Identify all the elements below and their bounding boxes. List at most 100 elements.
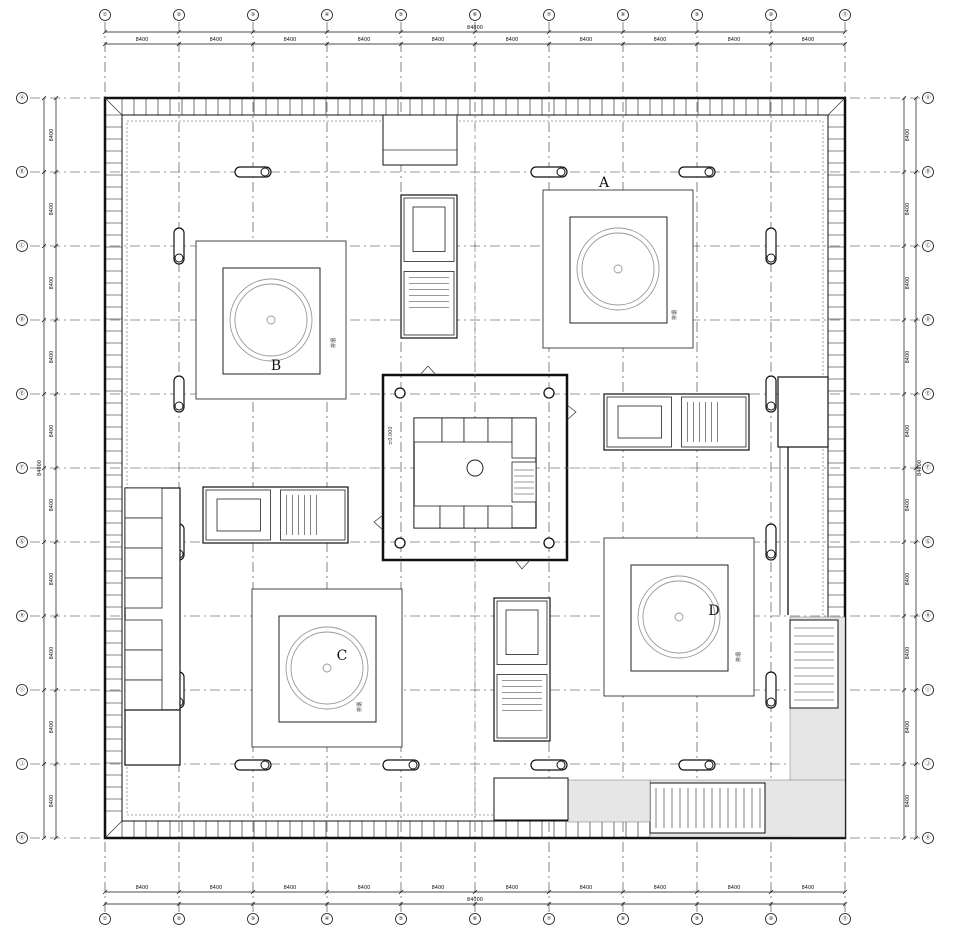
dimension-tick [176, 29, 182, 35]
dimension-text: 8400 [654, 885, 667, 891]
grid-bubble-label: ② [177, 916, 182, 922]
atrium-centre [266, 315, 276, 325]
grid-bubble-label: Ⓐ [19, 94, 24, 101]
grid-bubble-label: Ⓖ [19, 538, 24, 545]
grid-bubble-label: ⑩ [769, 12, 774, 18]
atrium-ring-inner [642, 580, 716, 654]
grid-bubble: Ⓗ [16, 610, 28, 622]
grid-bubble: Ⓐ [16, 92, 28, 104]
dimension-total-text: 84000 [917, 460, 923, 476]
dimension-text: 8400 [432, 885, 445, 891]
dimension-tick [901, 761, 907, 767]
core-west [202, 486, 349, 544]
grid-bubble: ① [99, 913, 111, 925]
dimension-tick [250, 889, 256, 895]
grid-bubble: Ⓚ [922, 832, 934, 844]
dimension-tick [176, 901, 182, 907]
dimension-tick [53, 835, 59, 841]
grid-bubble-circle [395, 913, 407, 925]
grid-bubble-label: ⑧ [621, 12, 626, 18]
grid-bubble-circle [16, 610, 28, 622]
grid-bubble-circle [99, 913, 111, 925]
grid-bubble: ⑪ [839, 913, 851, 925]
grid-bubble-label: Ⓘ [19, 686, 24, 693]
grid-bubble-label: ⑨ [695, 12, 699, 18]
atrium-ring-outer [229, 278, 313, 362]
elevator-shaft [412, 206, 446, 252]
dimension-tick [41, 687, 47, 693]
grid-bubble-label: ① [103, 916, 108, 922]
dimension-text: 8400 [905, 647, 911, 660]
dimension-tick [41, 391, 47, 397]
dimension-text: 8400 [136, 885, 149, 891]
dimension-text: 8400 [905, 277, 911, 290]
dimension-tick [53, 539, 59, 545]
grid-bubble-circle [469, 913, 481, 925]
grid-bubble: ⑨ [691, 913, 703, 925]
grid-bubble-circle [922, 166, 934, 178]
dimension-text: 8400 [284, 885, 297, 891]
dimension-text: 8400 [49, 499, 55, 512]
dimension-tick [472, 901, 478, 907]
dimension-text: 8400 [506, 37, 519, 43]
column [766, 253, 776, 263]
dimension-tick [913, 761, 919, 767]
dimension-text: 8400 [728, 37, 741, 43]
grid-bubble-label: ③ [251, 12, 255, 18]
grid-bubble-label: Ⓒ [19, 242, 24, 249]
grid-bubble: Ⓖ [16, 536, 28, 548]
grid-bubble-circle [16, 92, 28, 104]
dimension-chains: 8400 8400 8400 8400 8400 8400 8400 8400 8400 8400… [37, 25, 923, 907]
dimension-text: 8400 [284, 37, 297, 43]
dimension-tick [901, 95, 907, 101]
grid-bubble-label: Ⓕ [925, 464, 930, 471]
dimension-text: 8400 [905, 795, 911, 808]
grid-bubble-circle [173, 9, 185, 21]
dimension-tick [398, 889, 404, 895]
grid-bubble-circle [247, 9, 259, 21]
grid-bubble: ⑦ [543, 913, 555, 925]
column [766, 697, 776, 707]
dimension-text: 8400 [49, 573, 55, 586]
dimension-text: 8400 [49, 721, 55, 734]
dimension-tick [620, 901, 626, 907]
grid-bubble: ⑥ [469, 9, 481, 21]
grid-bubble-circle [617, 913, 629, 925]
grid-bubble-label: ④ [325, 12, 330, 18]
grid-bubble-circle [16, 166, 28, 178]
dimension-tick [250, 29, 256, 35]
grid-bubble-label: ⑪ [842, 915, 847, 922]
grid-bubble-label: ⑨ [695, 916, 699, 922]
grid-bubble: Ⓕ [922, 462, 934, 474]
dimension-text: 8400 [905, 203, 911, 216]
grid-bubble-label: ⑥ [473, 12, 478, 18]
dimension-tick [913, 95, 919, 101]
grid-bubble: ⑪ [839, 9, 851, 21]
grid-bubble-label: ⑦ [547, 12, 552, 18]
grid-bubble: ② [173, 913, 185, 925]
dimension-tick [913, 317, 919, 323]
dimension-text: 8400 [358, 37, 371, 43]
dimension-tick [398, 29, 404, 35]
dimension-tick [41, 539, 47, 545]
grid-bubble: Ⓔ [16, 388, 28, 400]
grid-bubble-label: Ⓚ [19, 834, 24, 841]
grid-bubble-label: Ⓖ [925, 538, 930, 545]
dimension-tick [53, 95, 59, 101]
grid-bubble-label: Ⓔ [925, 390, 930, 397]
dimension-text: 8400 [728, 885, 741, 891]
grid-bubble-circle [922, 536, 934, 548]
grid-bubble-label: ⑥ [473, 916, 478, 922]
grid-bubble-label: ⑧ [621, 916, 626, 922]
grid-bubble: Ⓔ [922, 388, 934, 400]
grid-bubble-label: Ⓒ [925, 242, 930, 249]
grid-bubble-label: Ⓙ [925, 760, 930, 767]
grid-bubble: Ⓙ [922, 758, 934, 770]
grid-bubble: Ⓐ [922, 92, 934, 104]
stair-shaft [403, 271, 455, 336]
grid-bubble-circle [16, 314, 28, 326]
dimension-tick [53, 613, 59, 619]
column [174, 401, 184, 411]
grid-bubble: Ⓒ [922, 240, 934, 252]
dimension-total-text: 84000 [467, 25, 483, 31]
